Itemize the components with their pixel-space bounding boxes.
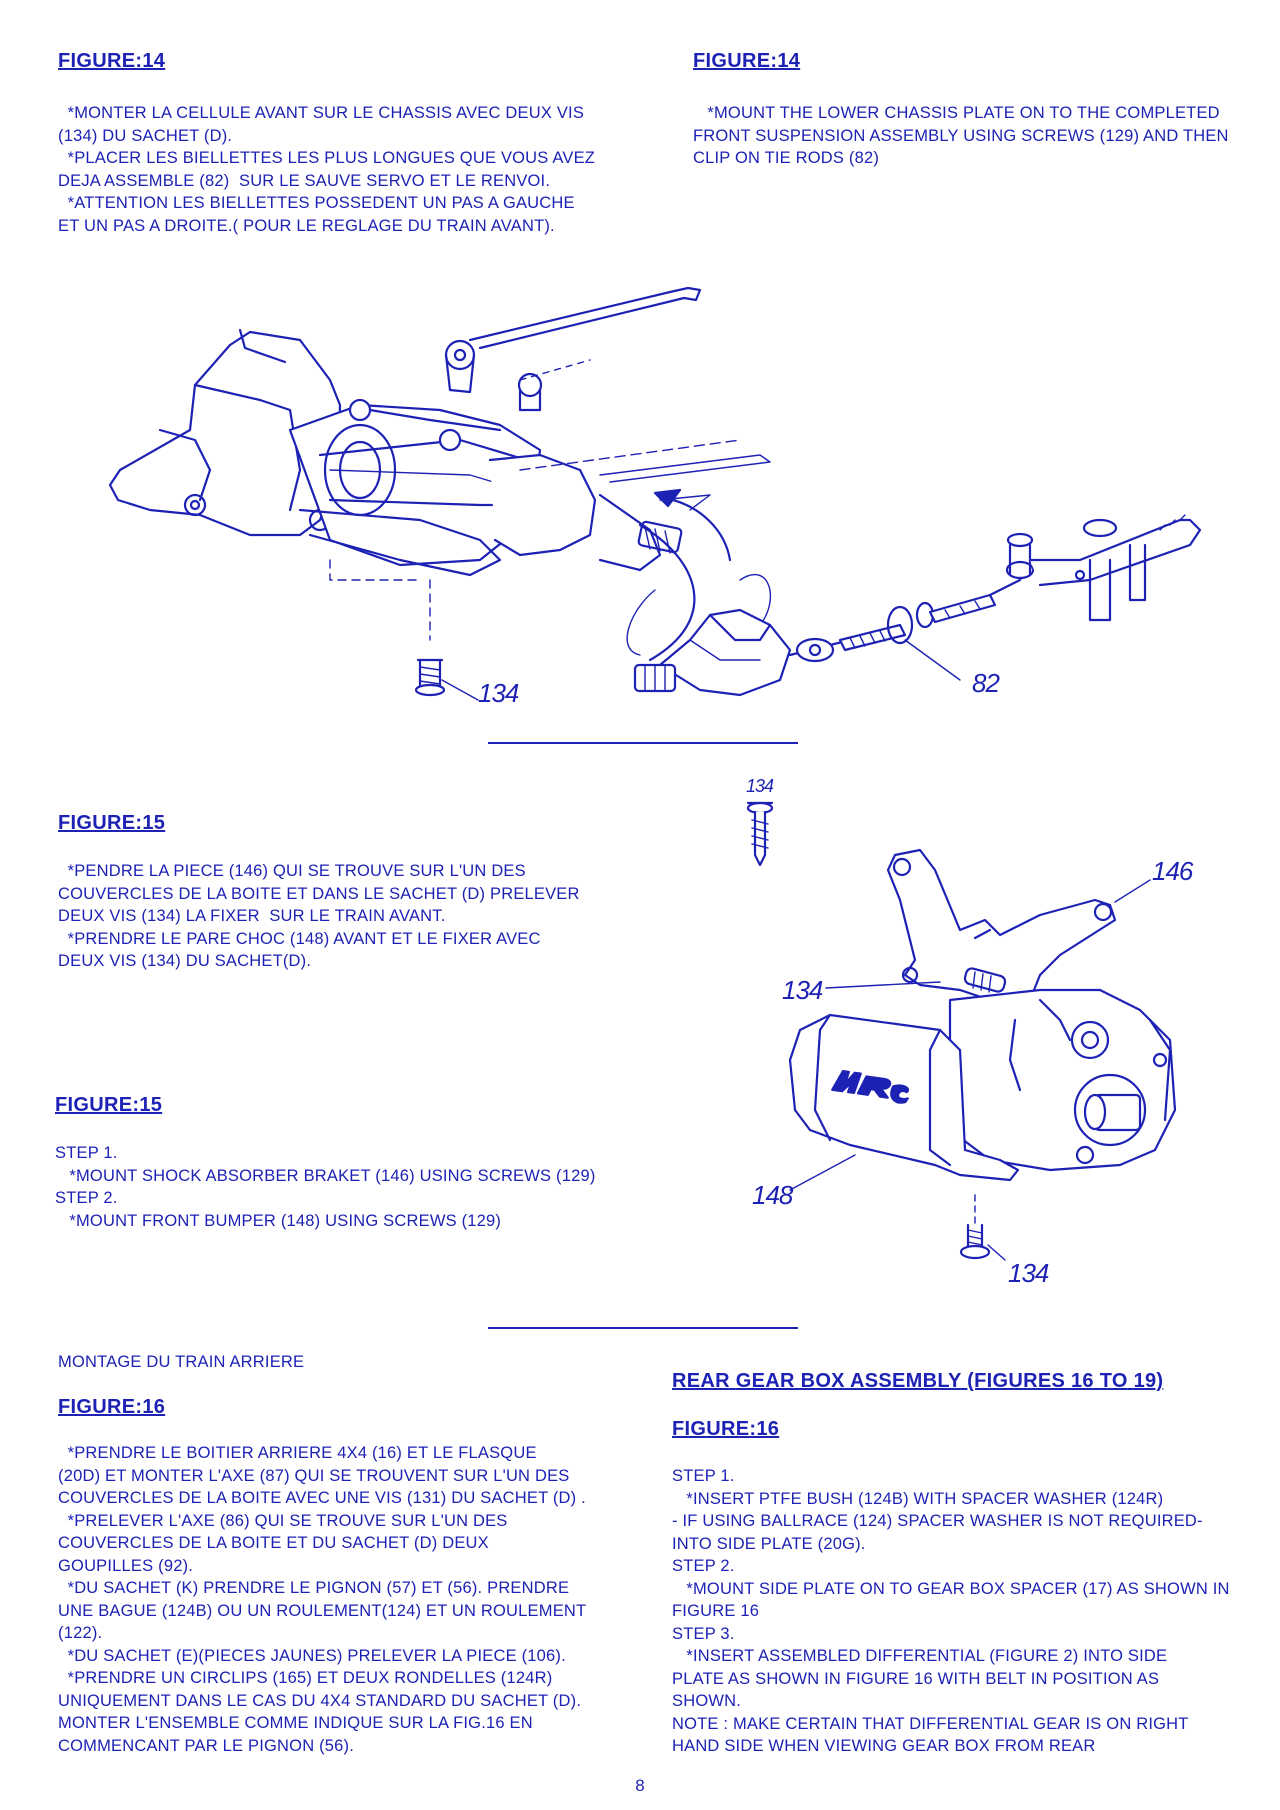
fig16-fr-line: UNIQUEMENT DANS LE CAS DU 4X4 STANDARD D… xyxy=(58,1691,582,1710)
fig15-fr-line: *PENDRE LA PIECE (146) QUI SE TROUVE SUR… xyxy=(58,862,526,880)
fig15-en-line: *MOUNT SHOCK ABSORBER BRAKET (146) USING… xyxy=(55,1166,596,1185)
fig15-en-line: *MOUNT FRONT BUMPER (148) USING SCREWS (… xyxy=(55,1211,502,1230)
fig15-fr-line: DEUX VIS (134) DU SACHET(D). xyxy=(58,952,312,970)
fig16-en-line: INTO SIDE PLATE (20G). xyxy=(672,1534,866,1553)
rear-en-title-word: REAR xyxy=(672,1370,730,1392)
fig14-fr-line: DEJA ASSEMBLE (82) SUR LE SAUVE SERVO ET… xyxy=(58,171,551,190)
fig16-fr-line: *PRENDRE LE BOITIER ARRIERE 4X4 (16) ET … xyxy=(58,1444,537,1462)
fig16-fr-text: *PRENDRE LE BOITIER ARRIERE 4X4 (16) ET … xyxy=(58,1442,586,1757)
fig16-en-heading: FIGURE:16 xyxy=(672,1418,780,1440)
fig16-en-line: NOTE : MAKE CERTAIN THAT DIFFERENTIAL GE… xyxy=(672,1714,1189,1733)
fig16-en-line: HAND SIDE WHEN VIEWING GEAR BOX FROM REA… xyxy=(672,1737,1096,1755)
rear-en-title-word: BOX xyxy=(800,1370,845,1392)
fig16-en-line: *INSERT PTFE BUSH (124B) WITH SPACER WAS… xyxy=(672,1489,1164,1508)
fig16-en-line: *INSERT ASSEMBLED DIFFERENTIAL (FIGURE 2… xyxy=(672,1647,1168,1665)
fig16-en-line: - IF USING BALLRACE (124) SPACER WASHER … xyxy=(672,1512,1203,1530)
fig16-fr-line: COMMENCANT PAR LE PIGNON (56). xyxy=(58,1736,355,1755)
callout-134-fig15-bottom: 134 xyxy=(1008,1258,1049,1288)
callout-82-fig14: 82 xyxy=(972,668,1000,698)
fig16-fr-line: (122). xyxy=(58,1624,103,1642)
fig14-illustration xyxy=(108,286,1202,701)
callout-134-fig15-top: 134 xyxy=(746,776,774,796)
callout-148: 148 xyxy=(752,1180,793,1210)
fig16-fr-line: *PRENDRE UN CIRCLIPS (165) ET DEUX RONDE… xyxy=(58,1669,553,1687)
fig16-en-line: SHOWN. xyxy=(672,1692,742,1710)
fig15-fr-heading: FIGURE:15 xyxy=(58,812,166,834)
fig16-en-line: *MOUNT SIDE PLATE ON TO GEAR BOX SPACER … xyxy=(672,1579,1230,1598)
fig14-fr-line: (134) DU SACHET (D). xyxy=(58,126,233,145)
fig15-en-line: STEP 2. xyxy=(55,1189,118,1207)
fig14-fr-heading: FIGURE:14 xyxy=(58,50,166,72)
fig15-fr-line: DEUX VIS (134) LA FIXER SUR LE TRAIN AVA… xyxy=(58,907,446,925)
fig16-fr-line: COUVERCLES DE LA BOITE AVEC UNE VIS (131… xyxy=(58,1489,586,1507)
rear-en-title-word: 16 xyxy=(1070,1370,1094,1392)
rear-en-title-word: GEAR xyxy=(735,1370,795,1392)
callout-134-fig15-mid: 134 xyxy=(782,975,823,1005)
callout-134-fig14: 134 xyxy=(478,678,519,708)
fig16-fr-heading: FIGURE:16 xyxy=(58,1396,166,1418)
fig14-fr-line: *ATTENTION LES BIELLETTES POSSEDENT UN P… xyxy=(58,194,575,212)
fig14-en-line: *MOUNT THE LOWER CHASSIS PLATE ON TO THE… xyxy=(693,104,1220,122)
fig16-fr-line: COUVERCLES DE LA BOITE ET DU SACHET (D) … xyxy=(58,1534,489,1552)
fig15-en-line: STEP 1. xyxy=(55,1144,118,1162)
page-number: 8 xyxy=(635,1776,645,1795)
fig16-fr-line: (20D) ET MONTER L'AXE (87) QUI SE TROUVE… xyxy=(58,1466,570,1485)
fig16-fr-line: *DU SACHET (K) PRENDRE LE PIGNON (57) ET… xyxy=(58,1579,570,1597)
rear-en-title-word: 19) xyxy=(1133,1370,1164,1392)
fig16-en-text: STEP 1. *INSERT PTFE BUSH (124B) WITH SP… xyxy=(672,1465,1230,1758)
fig16-fr-line: GOUPILLES (92). xyxy=(58,1556,194,1575)
rear-en-section-title: REAR GEAR BOX ASSEMBLY (FIGURES 16 TO 19… xyxy=(672,1370,1163,1393)
fig14-fr-line: ET UN PAS A DROITE.( POUR LE REGLAGE DU … xyxy=(58,216,555,235)
section-divider xyxy=(488,1327,798,1329)
fig14-en-heading: FIGURE:14 xyxy=(693,50,801,72)
fig15-en-text: STEP 1. *MOUNT SHOCK ABSORBER BRAKET (14… xyxy=(55,1142,596,1232)
fig14-fr-line: *PLACER LES BIELLETTES LES PLUS LONGUES … xyxy=(58,149,596,167)
fig16-fr-line: *PRELEVER L'AXE (86) QUI SE TROUVE SUR L… xyxy=(58,1511,508,1530)
fig14-fr-text: *MONTER LA CELLULE AVANT SUR LE CHASSIS … xyxy=(58,102,595,237)
fig15-illustration xyxy=(746,801,1177,1261)
fig14-en-line: FRONT SUSPENSION ASSEMBLY USING SCREWS (… xyxy=(693,126,1229,145)
section-divider xyxy=(488,742,798,744)
fig15-fr-text: *PENDRE LA PIECE (146) QUI SE TROUVE SUR… xyxy=(58,860,580,973)
rear-en-title-word: ASSEMBLY xyxy=(849,1370,962,1392)
fig15-en-heading: FIGURE:15 xyxy=(55,1094,163,1116)
fig16-fr-line: MONTER L'ENSEMBLE COMME INDIQUE SUR LA F… xyxy=(58,1714,533,1732)
fig16-en-line: STEP 1. xyxy=(672,1467,735,1485)
callout-146: 146 xyxy=(1152,856,1193,886)
fig15-fr-line: *PRENDRE LE PARE CHOC (148) AVANT ET LE … xyxy=(58,929,541,948)
fig16-en-line: FIGURE 16 xyxy=(672,1602,760,1620)
fig14-fr-line: *MONTER LA CELLULE AVANT SUR LE CHASSIS … xyxy=(58,104,585,122)
fig14-en-text: *MOUNT THE LOWER CHASSIS PLATE ON TO THE… xyxy=(693,102,1229,170)
fig16-fr-line: *DU SACHET (E)(PIECES JAUNES) PRELEVER L… xyxy=(58,1646,566,1665)
fig16-en-line: STEP 2. xyxy=(672,1557,735,1575)
fig16-en-line: STEP 3. xyxy=(672,1624,735,1643)
fig16-en-line: PLATE AS SHOWN IN FIGURE 16 WITH BELT IN… xyxy=(672,1669,1160,1688)
fig16-fr-line: UNE BAGUE (124B) OU UN ROULEMENT(124) ET… xyxy=(58,1601,587,1620)
fig14-en-line: CLIP ON TIE RODS (82) xyxy=(693,149,880,167)
rear-en-title-word: (FIGURES xyxy=(967,1370,1066,1392)
fig15-fr-line: COUVERCLES DE LA BOITE ET DANS LE SACHET… xyxy=(58,884,580,903)
rear-en-title-word: TO xyxy=(1099,1370,1128,1392)
rear-fr-section-title: MONTAGE DU TRAIN ARRIERE xyxy=(58,1353,305,1371)
